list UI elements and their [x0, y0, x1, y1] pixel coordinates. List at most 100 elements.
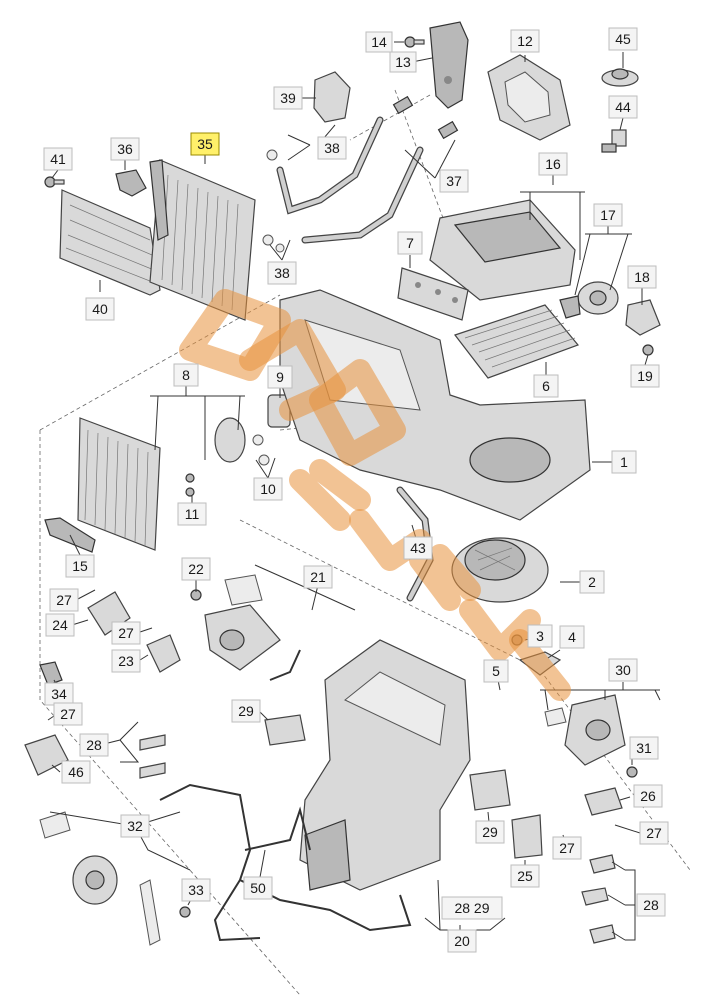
part-12-seal-plate — [487, 54, 571, 141]
part-30-actuator-assembly — [544, 694, 626, 766]
svg-text:35: 35 — [197, 136, 213, 152]
svg-text:37: 37 — [446, 173, 462, 189]
part-16-distribution-housing — [429, 199, 576, 301]
callout-labels: 14 13 12 45 44 39 41 36 35 38 37 16 38 7… — [43, 27, 669, 953]
callout-28-left: 28 — [79, 733, 109, 757]
svg-text:39: 39 — [280, 90, 296, 106]
svg-text:41: 41 — [50, 151, 66, 167]
svg-text:19: 19 — [637, 368, 653, 384]
callout-37: 37 — [439, 169, 469, 193]
svg-text:7: 7 — [406, 235, 414, 251]
svg-text:15: 15 — [72, 558, 88, 574]
svg-text:27: 27 — [118, 625, 134, 641]
part-10-o-rings — [252, 434, 270, 466]
part-17-servo-actuator — [559, 281, 619, 319]
svg-text:36: 36 — [117, 141, 133, 157]
callout-23: 23 — [111, 649, 141, 673]
callout-10: 10 — [253, 477, 283, 501]
callout-34: 34 — [44, 682, 74, 706]
callout-27-b: 27 — [111, 621, 141, 645]
callout-30: 30 — [608, 658, 638, 682]
callout-31: 31 — [629, 736, 659, 760]
part-40-frame — [59, 189, 161, 296]
svg-text:45: 45 — [615, 31, 631, 47]
svg-text:46: 46 — [68, 764, 84, 780]
callout-25: 25 — [510, 864, 540, 888]
callout-2: 2 — [579, 570, 605, 594]
svg-text:25: 25 — [517, 868, 533, 884]
callout-26: 26 — [633, 784, 663, 808]
svg-text:24: 24 — [52, 617, 68, 633]
callout-19: 19 — [630, 364, 660, 388]
callout-6: 6 — [533, 374, 559, 398]
callout-27-e: 27 — [552, 836, 582, 860]
part-34-clip — [39, 661, 63, 686]
svg-text:29: 29 — [482, 824, 498, 840]
svg-text:28: 28 — [86, 737, 102, 753]
part-20-lower-housing — [299, 639, 471, 891]
svg-text:13: 13 — [395, 54, 411, 70]
svg-text:8: 8 — [182, 367, 190, 383]
part-35-evaporator — [149, 159, 256, 321]
callout-43: 43 — [403, 536, 433, 560]
watermark-logo — [179, 289, 571, 701]
part-39-connector-block — [313, 71, 351, 123]
callout-29-upper: 29 — [231, 699, 261, 723]
svg-text:32: 32 — [127, 818, 143, 834]
svg-text:23: 23 — [118, 653, 134, 669]
svg-text:26: 26 — [640, 788, 656, 804]
part-8-heater-core — [77, 417, 246, 551]
part-25-sensor — [511, 814, 543, 859]
svg-text:30: 30 — [615, 662, 631, 678]
svg-text:38: 38 — [274, 265, 290, 281]
svg-text:34: 34 — [51, 686, 67, 702]
svg-text:12: 12 — [517, 33, 533, 49]
part-36-clip — [115, 169, 147, 197]
callout-17: 17 — [593, 203, 623, 227]
part-28-linkage-pins-right — [581, 854, 616, 944]
part-13-bracket — [429, 21, 469, 109]
callout-18: 18 — [627, 265, 657, 289]
svg-text:27: 27 — [56, 592, 72, 608]
svg-text:40: 40 — [92, 301, 108, 317]
callout-27-c: 27 — [53, 702, 83, 726]
callout-5: 5 — [483, 659, 509, 683]
part-18-sensor — [625, 299, 661, 336]
callout-22: 22 — [181, 557, 211, 581]
callout-40: 40 — [85, 297, 115, 321]
svg-text:9: 9 — [276, 369, 284, 385]
callout-33: 33 — [181, 878, 211, 902]
svg-text:28 29: 28 29 — [454, 900, 489, 916]
callout-38-lower: 38 — [267, 261, 297, 285]
part-46-actuator — [24, 734, 69, 776]
svg-text:29: 29 — [238, 703, 254, 719]
callout-9: 9 — [267, 365, 293, 389]
svg-text:22: 22 — [188, 561, 204, 577]
callout-39: 39 — [273, 86, 303, 110]
callout-7: 7 — [397, 231, 423, 255]
part-14-screw — [404, 36, 425, 48]
part-21-actuator-assembly — [204, 574, 301, 681]
svg-text:27: 27 — [646, 825, 662, 841]
callout-12: 12 — [510, 29, 540, 53]
callout-36: 36 — [110, 137, 140, 161]
svg-text:28: 28 — [643, 897, 659, 913]
svg-text:43: 43 — [410, 540, 426, 556]
callout-46: 46 — [61, 760, 91, 784]
part-23-servo-motor — [146, 634, 181, 673]
callout-27-a: 27 — [49, 588, 79, 612]
part-29-connector-upper — [264, 714, 306, 746]
part-41-screw — [44, 176, 65, 188]
callout-41: 41 — [43, 147, 73, 171]
svg-text:33: 33 — [188, 882, 204, 898]
svg-text:5: 5 — [492, 663, 500, 679]
svg-text:4: 4 — [568, 629, 576, 645]
callout-21: 21 — [303, 565, 333, 589]
callout-4: 4 — [559, 625, 585, 649]
svg-text:27: 27 — [559, 840, 575, 856]
svg-text:50: 50 — [250, 880, 266, 896]
callout-29-lower: 29 — [475, 820, 505, 844]
part-37-refrigerant-lines — [276, 95, 459, 244]
part-28-linkage-pins-left — [139, 734, 166, 779]
callout-16: 16 — [538, 152, 568, 176]
